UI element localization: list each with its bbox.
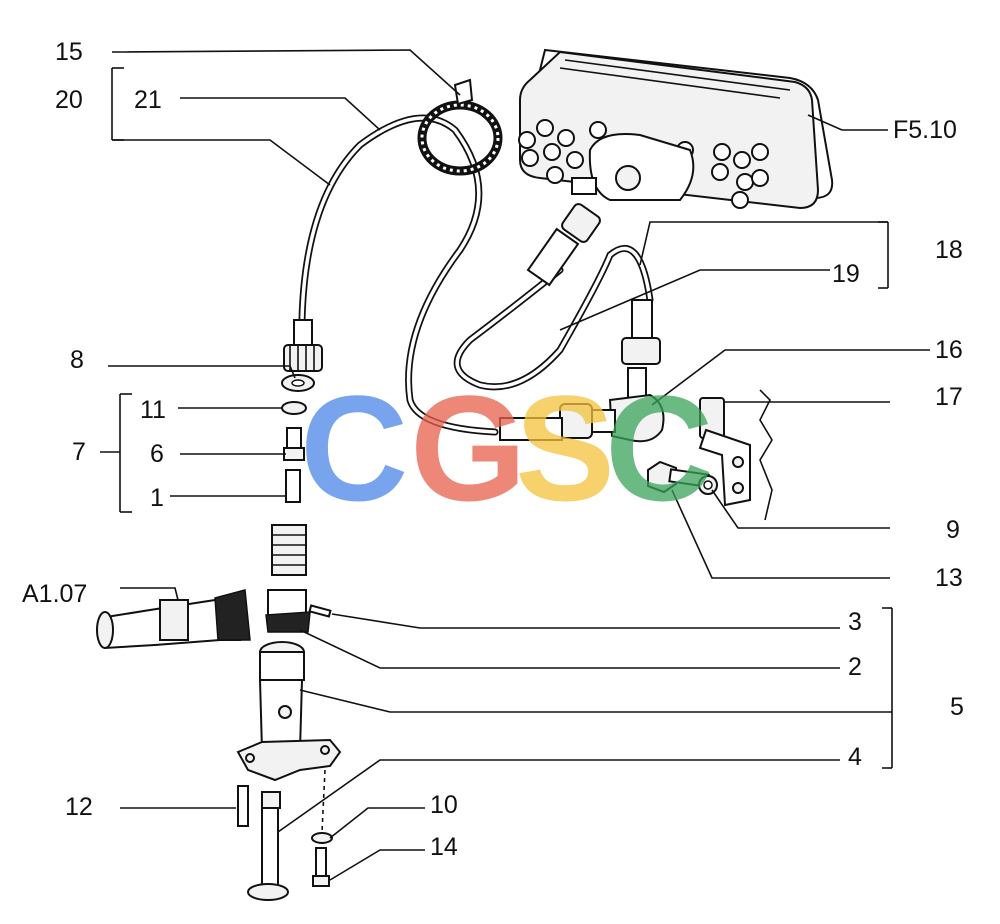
leader-lines xyxy=(100,49,930,881)
bracket-17 xyxy=(698,389,773,521)
label-17: 17 xyxy=(935,383,963,411)
label-13: 13 xyxy=(935,564,963,592)
watermark-s: S xyxy=(515,364,615,532)
label-12: 12 xyxy=(65,793,93,821)
cable-18-19 xyxy=(453,203,661,391)
label-15: 15 xyxy=(55,38,83,66)
label-8: 8 xyxy=(70,346,84,374)
bolt-13-washer-9 xyxy=(647,460,718,495)
label-6: 6 xyxy=(150,440,164,468)
label-a107: A1.07 xyxy=(22,580,87,608)
instrument-panel xyxy=(518,48,834,210)
label-21: 21 xyxy=(134,86,162,114)
label-16: 16 xyxy=(935,336,963,364)
watermark-c2: C xyxy=(605,364,713,532)
watermark-c1: C xyxy=(300,364,408,532)
clamp-15 xyxy=(417,78,503,176)
label-18: 18 xyxy=(935,236,963,264)
label-2: 2 xyxy=(848,653,862,681)
label-3: 3 xyxy=(848,608,862,636)
label-9: 9 xyxy=(946,516,960,544)
watermark-g: G xyxy=(410,364,527,532)
label-20: 20 xyxy=(55,86,83,114)
leader-f510 xyxy=(807,114,843,131)
label-19: 19 xyxy=(832,260,860,288)
label-14: 14 xyxy=(430,833,458,861)
label-4: 4 xyxy=(848,743,862,771)
part-labels: 15 20 21 F5.10 18 19 16 17 8 11 7 6 1 9 … xyxy=(22,38,964,861)
cgsc-watermark: C G S C xyxy=(300,364,713,532)
label-7: 7 xyxy=(72,438,86,466)
label-1: 1 xyxy=(150,484,164,512)
label-f510: F5.10 xyxy=(893,116,957,144)
label-5: 5 xyxy=(950,693,964,721)
cable-21 xyxy=(298,114,499,436)
label-10: 10 xyxy=(430,791,458,819)
angle-drive-16 xyxy=(499,367,665,443)
central-stack xyxy=(96,374,342,901)
label-11: 11 xyxy=(140,396,166,424)
